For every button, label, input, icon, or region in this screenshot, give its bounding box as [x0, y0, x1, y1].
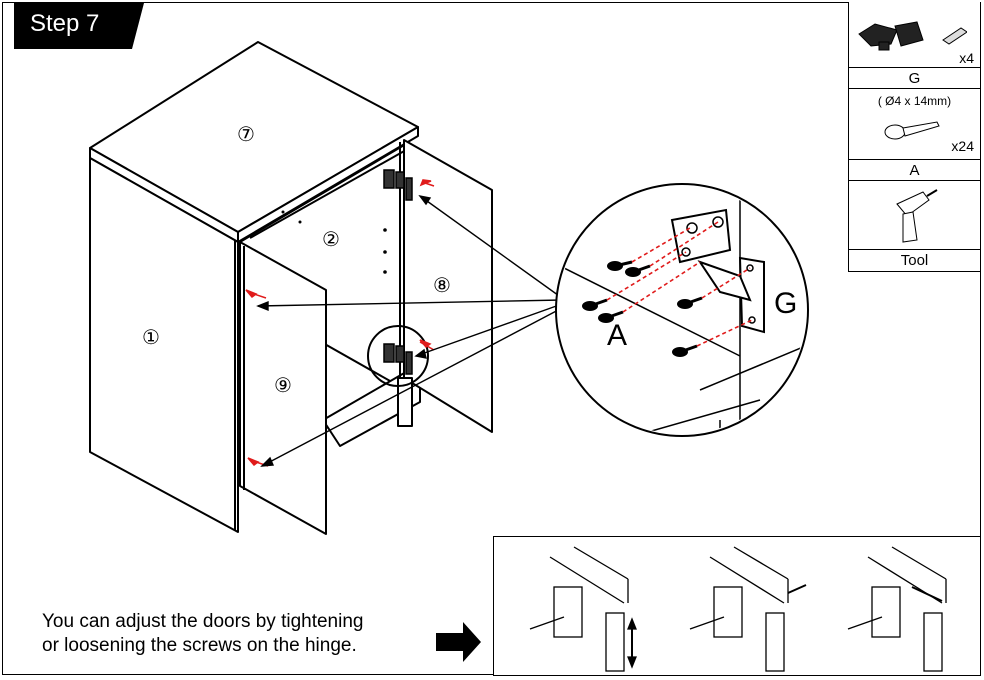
side-panel-left: [89, 157, 239, 533]
step-tag: [14, 3, 144, 49]
parts-tool-cell: [849, 182, 980, 250]
panel-number-side: ①: [142, 325, 160, 349]
red-arrows: [245, 179, 435, 467]
hinge-detail: A G: [555, 183, 809, 437]
adjustment-note: You can adjust the doors by tightening o…: [42, 610, 363, 658]
parts-list: x4 G ( Ø4 x 14mm) x24 A Tool: [848, 2, 980, 272]
screw-icon: [884, 121, 940, 140]
hinge-zoom-circle: [367, 325, 429, 387]
adjustment-panel: [493, 536, 981, 676]
arrow-right-icon: [436, 622, 481, 662]
red-guide-lines: [606, 221, 753, 347]
tool-label: Tool: [900, 252, 929, 269]
hinge-quantity: x4: [959, 50, 974, 66]
panel-number-top: ⑦: [237, 122, 255, 146]
panel-number-back: ②: [322, 227, 340, 251]
panel-number-door-right: ⑧: [433, 273, 451, 297]
door-right: [403, 139, 493, 433]
adjust-horizontal: [847, 546, 947, 672]
panel-number-door-left: ⑨: [274, 373, 292, 397]
step-label: Step 7: [30, 10, 100, 37]
door-left: [239, 241, 327, 535]
parts-hinge-cell: x4: [849, 2, 980, 68]
hinge-icon: [858, 21, 967, 51]
adjustment-illustrations: [529, 546, 947, 672]
detail-hinge-label: G: [774, 287, 797, 320]
adjust-vertical: [529, 546, 637, 672]
drill-icon: [896, 189, 938, 243]
screw-quantity: x24: [951, 138, 974, 154]
hinge-mark-upper: [383, 169, 413, 201]
note-line-2: or loosening the screws on the hinge.: [42, 635, 357, 656]
note-line-1: You can adjust the doors by tightening: [42, 611, 364, 632]
screw-spec: ( Ø4 x 14mm): [877, 94, 952, 108]
detail-screw-label: A: [607, 319, 627, 352]
hinge-letter: G: [849, 70, 980, 89]
leader-lines: [256, 194, 563, 467]
hinge-mark-lower: [383, 343, 413, 375]
parts-screw-cell: ( Ø4 x 14mm) x24: [849, 90, 980, 160]
adjust-depth: [689, 546, 807, 672]
screw-letter: A: [849, 162, 980, 181]
